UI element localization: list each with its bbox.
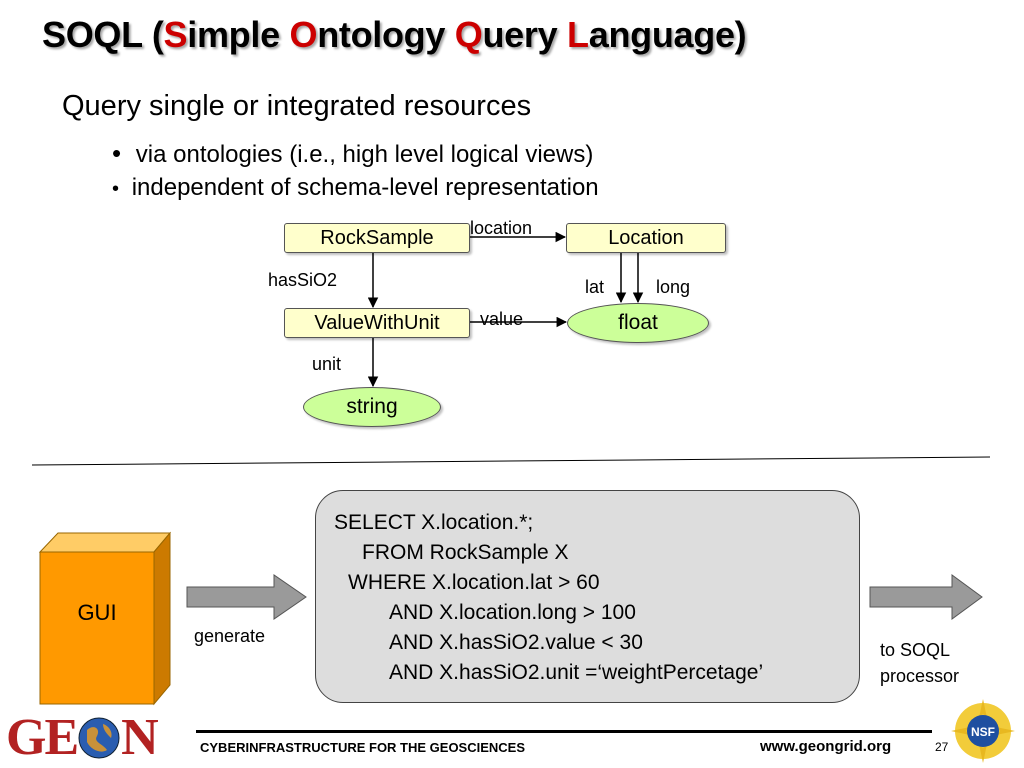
title-letter-o: O — [289, 14, 318, 55]
title-letter-l: L — [567, 14, 589, 55]
geon-logo-text: GE — [6, 709, 79, 766]
edge-label-lat: lat — [585, 277, 605, 297]
output-arrow-icon — [869, 574, 983, 620]
bullet-dot-icon: • — [112, 178, 120, 200]
generate-label: generate — [194, 626, 266, 646]
gui-cube-icon — [38, 531, 172, 706]
slide-title: SOQL (Simple Ontology Query Language) — [42, 14, 747, 56]
node-value-with-unit: ValueWithUnit — [284, 308, 470, 338]
title-part: anguage) — [588, 14, 747, 55]
title-part: ntology — [317, 14, 455, 55]
edge-label-unit: unit — [312, 354, 342, 374]
edge-label-hassio2: hasSiO2 — [268, 270, 338, 290]
node-string: string — [303, 387, 441, 427]
title-part: SOQL ( — [42, 14, 164, 55]
edge-label-location: location — [470, 218, 533, 238]
title-letter-q: Q — [454, 14, 483, 55]
sub-bullet-text: via ontologies (i.e., high level logical… — [135, 141, 594, 168]
query-line-6: AND X.hasSiO2.unit =‘weightPercetage’ — [389, 661, 764, 684]
query-line-4: AND X.location.long > 100 — [389, 601, 636, 624]
gui-label: GUI — [77, 600, 117, 625]
to-soql-label-line2: processor — [880, 666, 960, 686]
node-rock-sample: RockSample — [284, 223, 470, 253]
sub-bullet-1: • via ontologies (i.e., high level logic… — [112, 138, 593, 169]
bullet-dot-icon: • — [112, 138, 122, 168]
main-bullet: Query single or integrated resources — [62, 90, 532, 122]
soql-query-box: SELECT X.location.*; FROM RockSample X W… — [315, 490, 860, 703]
generate-arrow-icon — [186, 574, 307, 620]
edge-label-value: value — [480, 309, 524, 329]
geon-logo-text: N — [121, 709, 159, 766]
geon-logo: GE N — [6, 708, 159, 767]
node-float: float — [567, 303, 709, 343]
query-line-2: FROM RockSample X — [362, 541, 569, 564]
sub-bullet-text: independent of schema-level representati… — [131, 174, 599, 201]
footer-url: www.geongrid.org — [760, 738, 892, 755]
title-part: imple — [187, 14, 290, 55]
page-number: 27 — [935, 740, 949, 754]
footer-divider — [196, 730, 932, 733]
footer-tagline: CYBERINFRASTRUCTURE FOR THE GEOSCIENCES — [200, 740, 526, 755]
node-location: Location — [566, 223, 726, 253]
title-letter-s: S — [163, 14, 188, 55]
nsf-logo-icon: NSF — [951, 699, 1015, 763]
query-line-3: WHERE X.location.lat > 60 — [348, 571, 600, 594]
to-soql-label-line1: to SOQL — [880, 640, 951, 660]
nsf-logo-text: NSF — [971, 725, 995, 739]
sub-bullet-2: • independent of schema-level representa… — [112, 174, 599, 202]
title-part: uery — [482, 14, 568, 55]
globe-icon — [78, 717, 120, 759]
query-line-5: AND X.hasSiO2.value < 30 — [389, 631, 643, 654]
section-divider — [31, 456, 991, 466]
edge-label-long: long — [656, 277, 691, 297]
query-line-1: SELECT X.location.*; — [334, 511, 534, 534]
